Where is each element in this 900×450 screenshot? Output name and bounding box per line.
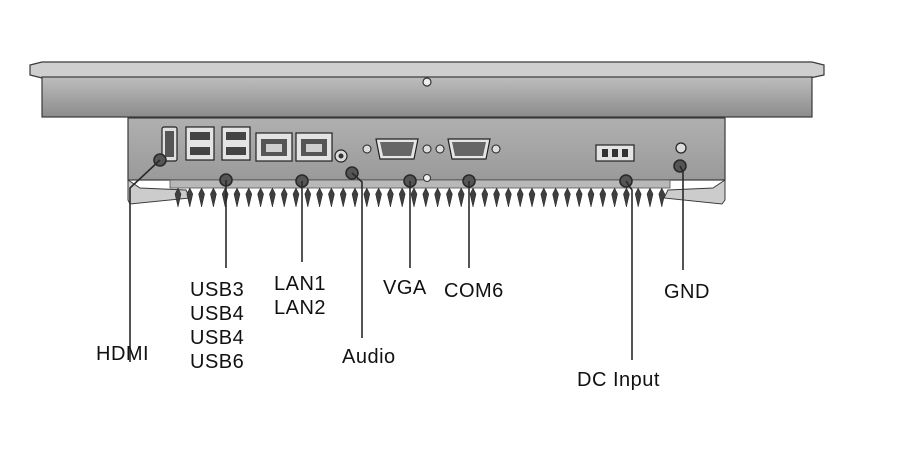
lan-label-1: LAN1 (274, 273, 327, 295)
gnd-leader-line (679, 165, 684, 270)
audio-leader-line (351, 172, 363, 338)
dc-leader-line (625, 180, 633, 360)
callouts (129, 153, 687, 362)
heatsink-fin (186, 187, 194, 208)
hdmi-leader-line (129, 159, 161, 362)
heatsink-fin (634, 187, 642, 208)
heatsink-fin (398, 187, 406, 208)
screw-top (422, 77, 432, 87)
heatsink-fin (210, 187, 217, 208)
dc-input-label: DC Input (577, 369, 660, 391)
heatsink-fin (375, 187, 382, 208)
heatsink-fin (269, 187, 276, 208)
heatsink-fin (363, 187, 371, 208)
heatsink-fin (481, 187, 489, 208)
audio-jack (334, 149, 348, 163)
heatsink-fin (446, 187, 453, 208)
com-port (435, 138, 501, 160)
heatsink-fin (304, 187, 312, 208)
heatsink-fin (422, 187, 430, 208)
heatsink-fin (328, 187, 335, 208)
heatsink-fin (564, 187, 571, 208)
heatsink-fin (245, 187, 253, 208)
heatsink-fin (316, 187, 323, 208)
usb-label-1: USB3 (190, 279, 245, 301)
gnd-screw (675, 142, 687, 154)
lan-ports (255, 132, 333, 162)
usb-label-2: USB4 (190, 303, 245, 325)
heatsink-fin (505, 187, 512, 208)
heatsink-fin (280, 187, 288, 208)
heatsink-fin (469, 187, 477, 208)
hdmi-port (161, 126, 178, 162)
heatsink-fin (646, 187, 654, 208)
heatsink-fin (233, 187, 241, 208)
heatsink-fin (587, 187, 595, 208)
com-label: COM6 (444, 280, 504, 302)
heatsink-fin (387, 187, 394, 208)
usb-ports (185, 126, 251, 161)
usb-labels: USB3 USB4 USB4 USB6 (190, 278, 244, 374)
heatsink-fin (292, 187, 300, 208)
dc-input-terminal (595, 144, 635, 162)
heatsink-fin (552, 187, 559, 208)
hdmi-label: HDMI (96, 343, 150, 365)
vga-port (362, 138, 432, 182)
heatsink-fin (575, 187, 583, 208)
heatsink-fin (599, 187, 607, 208)
lan-label-2: LAN2 (274, 297, 327, 319)
heatsink-fin (339, 187, 347, 208)
heatsink-fin (516, 187, 524, 208)
heatsink-fin (198, 187, 205, 208)
heatsink-fin (410, 187, 418, 208)
heatsink-fin (434, 187, 441, 208)
heatsink-fin (351, 187, 359, 208)
lan-labels: LAN1 LAN2 (274, 272, 326, 320)
heatsink-fin (493, 187, 500, 208)
heatsink-fin (174, 187, 182, 208)
gnd-label: GND (664, 281, 710, 303)
heatsink-fins (174, 187, 666, 208)
heatsink-fin (611, 187, 618, 208)
heatsink-fin (528, 187, 536, 208)
heatsink-fin (623, 187, 630, 208)
heatsink-fin (457, 187, 465, 208)
heatsink-fin (540, 187, 548, 208)
heatsink-fin (257, 187, 264, 208)
vga-label: VGA (383, 277, 427, 299)
audio-label: Audio (342, 346, 396, 368)
usb-label-4: USB6 (190, 351, 245, 373)
usb-label-3: USB4 (190, 327, 245, 349)
heatsink-fin (658, 187, 666, 208)
front-bezel (29, 61, 825, 118)
